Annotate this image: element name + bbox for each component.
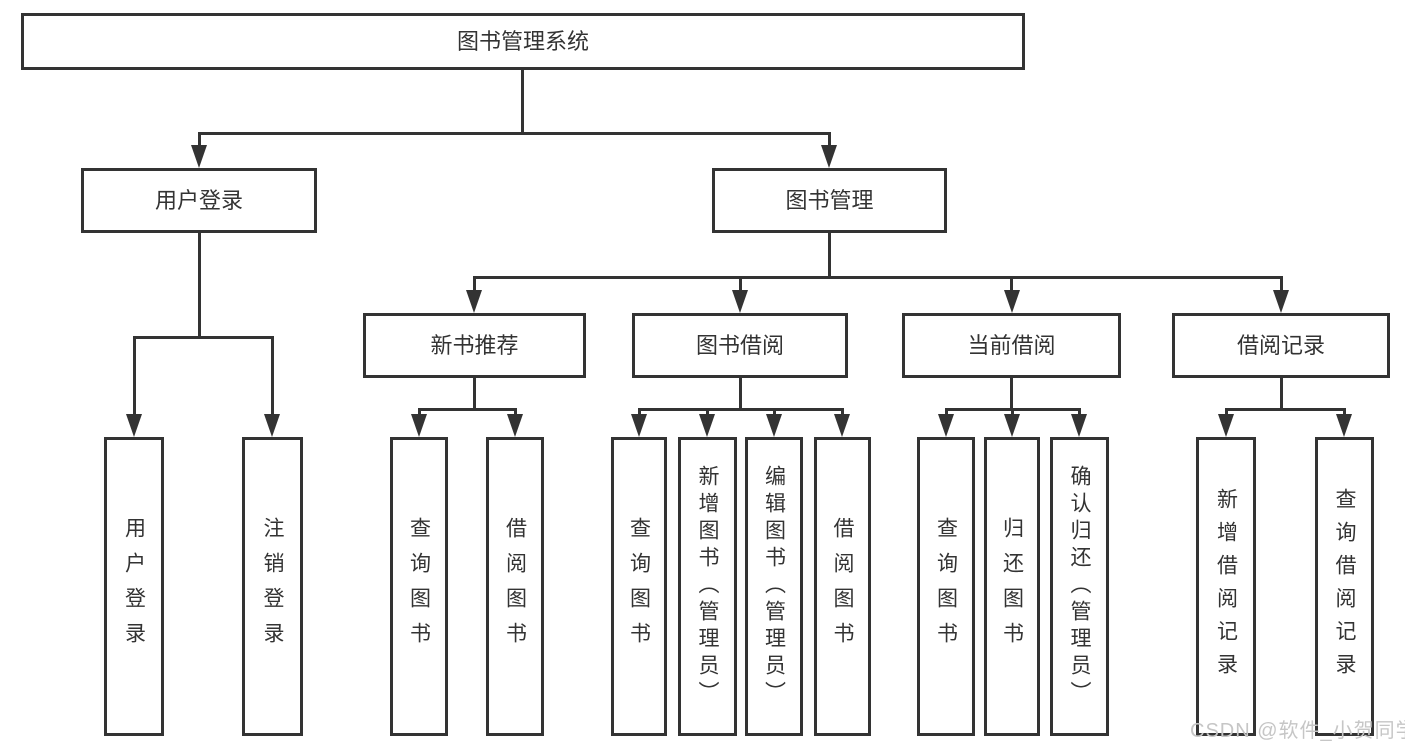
node-cb-query-books-label: 查询图书 — [934, 516, 958, 657]
arrow-down-icon — [1004, 290, 1020, 313]
connector-new-book-down — [473, 378, 476, 410]
arrow-down-icon — [732, 290, 748, 313]
node-root: 图书管理系统 — [21, 13, 1025, 70]
connector-cb-query-stem — [945, 408, 948, 416]
connector-new-book-stem — [473, 276, 476, 293]
arrow-down-icon — [699, 414, 715, 437]
connector-borrowing-records-down — [1280, 378, 1283, 410]
connector-cb-confirm-stem — [1078, 408, 1081, 416]
connector-borrowing-records-rail — [1225, 408, 1346, 411]
node-bb-borrow-books-label: 借阅图书 — [831, 516, 854, 657]
arrow-down-icon — [191, 145, 207, 168]
arrow-down-icon — [1218, 414, 1234, 437]
connector-current-borrowing-stem — [1010, 276, 1013, 293]
node-book-management: 图书管理 — [712, 168, 947, 233]
node-br-query-borrow-record-label: 查询借阅记录 — [1333, 487, 1356, 686]
arrow-down-icon — [466, 290, 482, 313]
node-nb-borrow-books-label: 借阅图书 — [503, 516, 527, 657]
arrow-down-icon — [631, 414, 647, 437]
node-logout: 注销登录 — [242, 437, 303, 736]
node-login: 用户登录 — [104, 437, 164, 736]
connector-logout-stem — [271, 336, 274, 417]
node-bb-query-books: 查询图书 — [611, 437, 667, 736]
connector-cb-return-stem — [1011, 408, 1014, 416]
connector-level2-rail — [198, 132, 831, 135]
connector-book-management-down — [828, 233, 831, 278]
connector-book-borrowing-stem — [739, 276, 742, 293]
node-borrowing-records: 借阅记录 — [1172, 313, 1390, 378]
node-cb-query-books: 查询图书 — [917, 437, 975, 736]
node-cb-confirm-return-admin: 确认归还（管理员） — [1050, 437, 1109, 736]
connector-bb-borrow-stem — [841, 408, 844, 416]
arrow-down-icon — [411, 414, 427, 437]
node-bb-add-books-admin: 新增图书（管理员） — [678, 437, 737, 736]
node-bb-edit-books-admin-label: 编辑图书（管理员） — [762, 465, 786, 708]
arrow-down-icon — [507, 414, 523, 437]
connector-nb-query-stem — [418, 408, 421, 416]
node-nb-borrow-books: 借阅图书 — [486, 437, 544, 736]
connector-current-borrowing-down — [1010, 378, 1013, 410]
connector-root-stem — [521, 70, 524, 132]
arrow-down-icon — [1273, 290, 1289, 313]
connector-bb-add-stem — [706, 408, 709, 416]
node-login-label: 用户登录 — [122, 516, 146, 657]
node-bb-add-books-admin-label: 新增图书（管理员） — [696, 465, 719, 708]
connector-br-add-stem — [1225, 408, 1228, 416]
node-br-query-borrow-record: 查询借阅记录 — [1315, 437, 1374, 736]
node-borrowing-records-label: 借阅记录 — [1236, 332, 1325, 358]
connector-new-book-rail — [418, 408, 517, 411]
connector-user-login-rail — [133, 336, 274, 339]
node-nb-query-books-label: 查询图书 — [407, 516, 431, 657]
node-br-add-borrow-record: 新增借阅记录 — [1196, 437, 1256, 736]
node-new-book-recommendation-label: 新书推荐 — [430, 332, 519, 358]
node-root-label: 图书管理系统 — [456, 28, 589, 54]
node-logout-label: 注销登录 — [261, 516, 284, 657]
node-user-login: 用户登录 — [81, 168, 317, 233]
connector-login-stem — [133, 336, 136, 417]
connector-borrowing-records-stem — [1280, 276, 1283, 293]
node-book-management-label: 图书管理 — [785, 187, 874, 213]
arrow-down-icon — [938, 414, 954, 437]
arrow-down-icon — [834, 414, 850, 437]
connector-level3-rail — [473, 276, 1283, 279]
node-nb-query-books: 查询图书 — [390, 437, 448, 736]
arrow-down-icon — [766, 414, 782, 437]
connector-book-borrowing-rail — [638, 408, 844, 411]
arrow-down-icon — [821, 145, 837, 168]
node-user-login-label: 用户登录 — [154, 187, 243, 213]
node-current-borrowing: 当前借阅 — [902, 313, 1121, 378]
node-bb-borrow-books: 借阅图书 — [814, 437, 871, 736]
arrow-down-icon — [264, 414, 280, 437]
node-bb-query-books-label: 查询图书 — [627, 516, 651, 657]
connector-nb-borrow-stem — [514, 408, 517, 416]
connector-user-login-down — [198, 233, 201, 338]
connector-book-borrowing-down — [739, 378, 742, 410]
connector-user-login-stem — [198, 132, 201, 148]
connector-bb-edit-stem — [773, 408, 776, 416]
node-cb-return-books-label: 归还图书 — [1000, 516, 1024, 657]
node-bb-edit-books-admin: 编辑图书（管理员） — [745, 437, 803, 736]
node-new-book-recommendation: 新书推荐 — [363, 313, 586, 378]
connector-book-management-stem — [828, 132, 831, 148]
arrow-down-icon — [1004, 414, 1020, 437]
connector-br-query-stem — [1343, 408, 1346, 416]
arrow-down-icon — [1071, 414, 1087, 437]
node-cb-confirm-return-admin-label: 确认归还（管理员） — [1068, 465, 1091, 708]
node-book-borrowing-label: 图书借阅 — [695, 332, 784, 358]
node-cb-return-books: 归还图书 — [984, 437, 1040, 736]
node-br-add-borrow-record-label: 新增借阅记录 — [1214, 487, 1238, 686]
connector-bb-query-stem — [638, 408, 641, 416]
csdn-watermark: CSDN @软件_小贺同学 — [1190, 720, 1405, 742]
node-current-borrowing-label: 当前借阅 — [967, 332, 1056, 358]
arrow-down-icon — [126, 414, 142, 437]
node-book-borrowing: 图书借阅 — [632, 313, 848, 378]
arrow-down-icon — [1336, 414, 1352, 437]
